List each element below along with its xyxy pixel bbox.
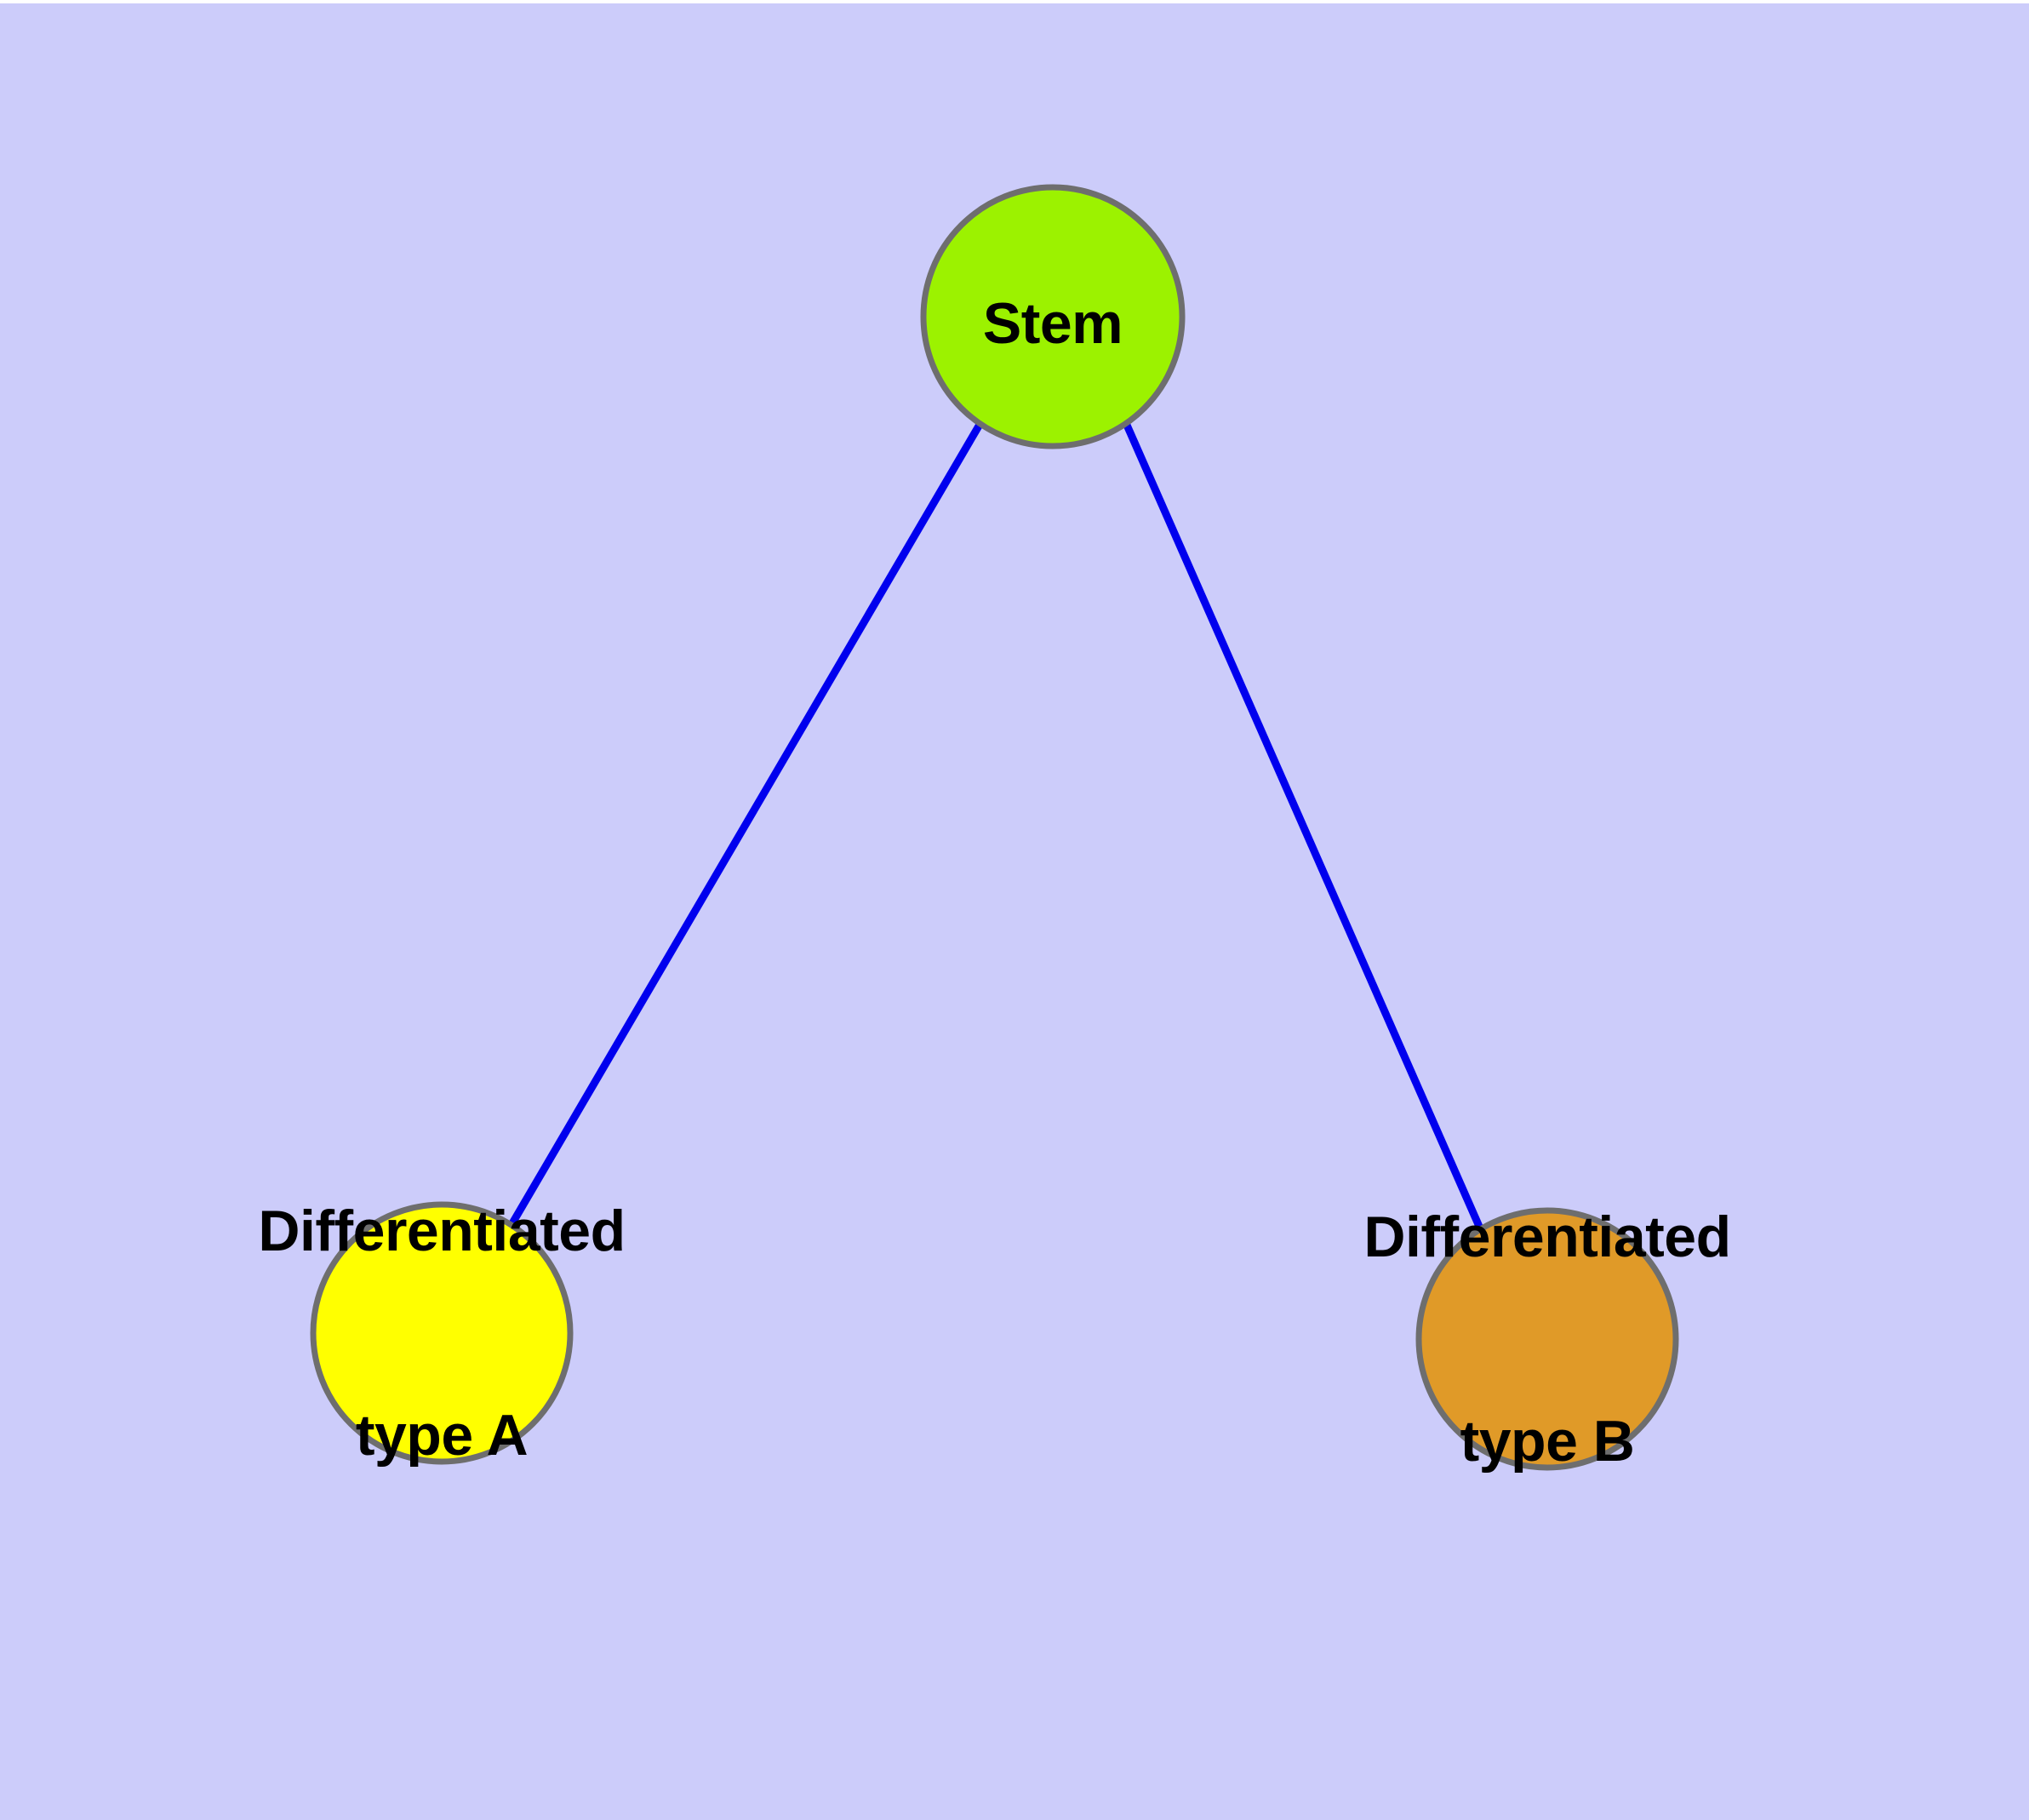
edge-layer: [509, 421, 1484, 1230]
node-circle-differentiated-type-a[interactable]: [310, 1201, 574, 1465]
edge-stem-to-differentiated-type-b: [1122, 421, 1484, 1230]
node-layer: [310, 184, 1679, 1471]
edge-stem-to-differentiated-type-a: [509, 421, 984, 1226]
node-circle-stem[interactable]: [920, 184, 1186, 449]
node-circle-differentiated-type-b[interactable]: [1415, 1207, 1679, 1471]
